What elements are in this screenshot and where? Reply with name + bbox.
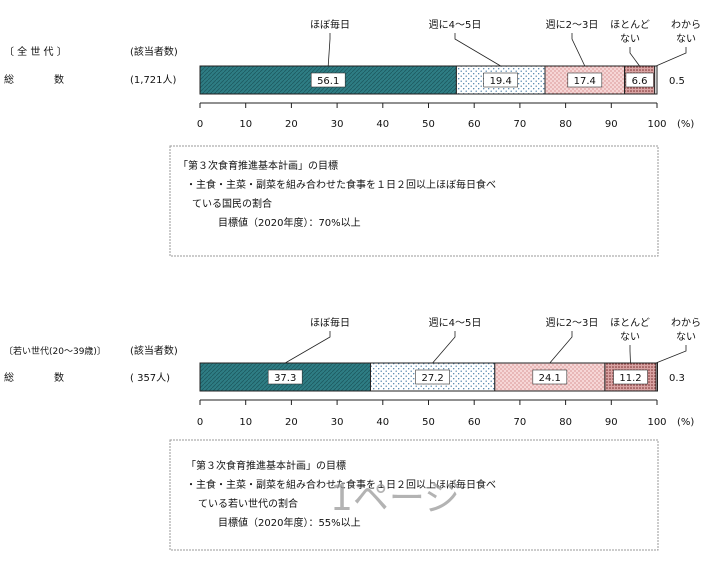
tick-label: 40 (376, 417, 389, 428)
unit-label: (%) (677, 417, 694, 428)
data-label-box-4-5-days (483, 72, 519, 88)
leader-line-rarely (629, 47, 640, 67)
tick-label: 90 (605, 417, 618, 428)
data-label-box-2-3-days (567, 72, 603, 88)
n-label: ( 357人) (130, 372, 170, 384)
callout-label-rarely: ほとんど (610, 317, 650, 329)
callout-label-2-3-days: 週に2～3日 (546, 317, 599, 329)
leader-line-2-3-days (571, 33, 586, 67)
tick-label: 20 (285, 119, 298, 130)
target-note-box: 「第３次食育推進基本計画」の目標 ・主食・主菜・副菜を組み合わせた食事を１日２回… (169, 439, 659, 551)
callouts: ほぼ毎日 週に4～5日 週に2～3日ほとんどない わからない (284, 316, 701, 364)
note-line-3: 目標値（2020年度）：55%以上 (218, 516, 361, 529)
callouts: ほぼ毎日 週に4～5日 週に2～3日ほとんどない わからない (310, 18, 701, 67)
chart-panel-all-generations: 〔 全 世 代 〕 (該当者数) 総 数 (1,721人) 56.1 19.4 17… (4, 18, 701, 257)
group-label: 〔若い世代(20～39歳)〕 (4, 345, 106, 357)
callout-label-almost-daily: ほぼ毎日 (310, 18, 350, 31)
page-watermark: 1ページ (330, 478, 460, 519)
leader-line-2-3-days (549, 331, 573, 364)
data-label-almost-daily: 56.1 (317, 76, 339, 87)
row-label: 総 数 (4, 73, 64, 86)
tick-label: 90 (605, 119, 618, 130)
note-line-1: ・主食・主菜・副菜を組み合わせた食事を１日２回以上ほぼ毎日食べ (186, 178, 496, 191)
target-note-box: 「第３次食育推進基本計画」の目標 ・主食・主菜・副菜を組み合わせた食事を１日２回… (169, 145, 659, 257)
tick-label: 10 (239, 417, 252, 428)
leader-line-unknown (655, 47, 687, 67)
tick-label: 0 (197, 119, 203, 130)
data-label-almost-daily: 37.3 (274, 373, 296, 384)
bar-segment-unknown (655, 362, 658, 392)
note-line-2: ている国民の割合 (192, 197, 272, 210)
callout-label-unknown: ない (676, 331, 696, 343)
leader-line-rarely (629, 345, 631, 364)
n-label: (1,721人) (130, 74, 177, 86)
note-line-3: 目標値（2020年度）：70%以上 (218, 216, 361, 229)
tick-label: 50 (422, 119, 435, 130)
count-header: (該当者数) (130, 45, 178, 58)
tick-label: 50 (422, 417, 435, 428)
data-label-4-5-days: 19.4 (490, 76, 512, 87)
note-frame (169, 439, 659, 551)
data-label-box-almost-daily (267, 369, 303, 385)
callout-label-unknown: わから (671, 317, 701, 329)
callout-label-2-3-days: 週に2～3日 (546, 19, 599, 31)
x-axis: 0 10 20 30 40 50 60 70 80 90 100 (%) (197, 399, 694, 428)
tick-label: 0 (197, 417, 203, 428)
tick-label: 30 (331, 417, 344, 428)
tick-label: 10 (239, 119, 252, 130)
tick-label: 60 (468, 119, 481, 130)
bar-segment-unknown (654, 65, 658, 95)
tick-label: 100 (647, 417, 666, 428)
unit-label: (%) (677, 119, 694, 130)
callout-label-4-5-days: 週に4～5日 (429, 317, 482, 329)
callout-label-4-5-days: 週に4～5日 (429, 19, 482, 31)
tick-label: 100 (647, 119, 666, 130)
data-label-unknown: 0.5 (669, 76, 685, 87)
data-label-2-3-days: 17.4 (574, 76, 596, 87)
note-line-2: ている若い世代の割合 (198, 497, 298, 510)
note-line-1: ・主食・主菜・副菜を組み合わせた食事を１日２回以上ほぼ毎日食べ (186, 478, 496, 491)
bar-stack: 56.1 19.4 17.4 6.6 0.5 (199, 65, 685, 95)
note-title: 「第３次食育推進基本計画」の目標 (178, 159, 338, 172)
tick-label: 20 (285, 417, 298, 428)
data-label-rarely: 11.2 (619, 373, 641, 384)
callout-label-unknown: わから (671, 19, 701, 31)
bar-stack: 37.3 27.2 24.1 11.2 0.3 (199, 362, 685, 392)
data-label-box-4-5-days (415, 369, 450, 385)
tick-label: 80 (559, 119, 572, 130)
data-label-unknown: 0.3 (669, 373, 685, 384)
leader-line-4-5-days (432, 331, 456, 364)
x-axis: 0 10 20 30 40 50 60 70 80 90 100 (%) (197, 102, 694, 130)
note-frame (169, 145, 659, 257)
count-header: (該当者数) (130, 344, 178, 357)
tick-label: 60 (468, 417, 481, 428)
group-label: 〔 全 世 代 〕 (4, 45, 67, 58)
row-label: 総 数 (4, 371, 64, 384)
tick-label: 80 (559, 417, 572, 428)
data-label-4-5-days: 27.2 (421, 373, 443, 384)
tick-label: 30 (331, 119, 344, 130)
callout-label-unknown: ない (676, 33, 696, 45)
data-label-box-rarely (625, 72, 654, 88)
leader-line-unknown (655, 345, 687, 364)
callout-label-rarely: ない (620, 33, 640, 45)
data-label-rarely: 6.6 (632, 76, 648, 87)
data-label-box-rarely (613, 369, 648, 385)
data-label-box-2-3-days (532, 369, 568, 385)
note-title: 「第３次食育推進基本計画」の目標 (186, 459, 346, 472)
leader-line-almost-daily (284, 331, 331, 364)
callout-label-rarely: ない (620, 331, 640, 343)
tick-label: 40 (376, 119, 389, 130)
callout-label-rarely: ほとんど (610, 19, 650, 31)
callout-label-almost-daily: ほぼ毎日 (310, 316, 350, 329)
leader-line-4-5-days (454, 33, 501, 67)
tick-label: 70 (514, 417, 527, 428)
leader-line-almost-daily (327, 33, 331, 67)
data-label-2-3-days: 24.1 (539, 373, 561, 384)
tick-label: 70 (514, 119, 527, 130)
chart-panel-young-generation: 〔若い世代(20～39歳)〕 (該当者数) 総 数 ( 357人) 37.3 27… (4, 316, 701, 551)
data-label-box-almost-daily (310, 72, 346, 88)
